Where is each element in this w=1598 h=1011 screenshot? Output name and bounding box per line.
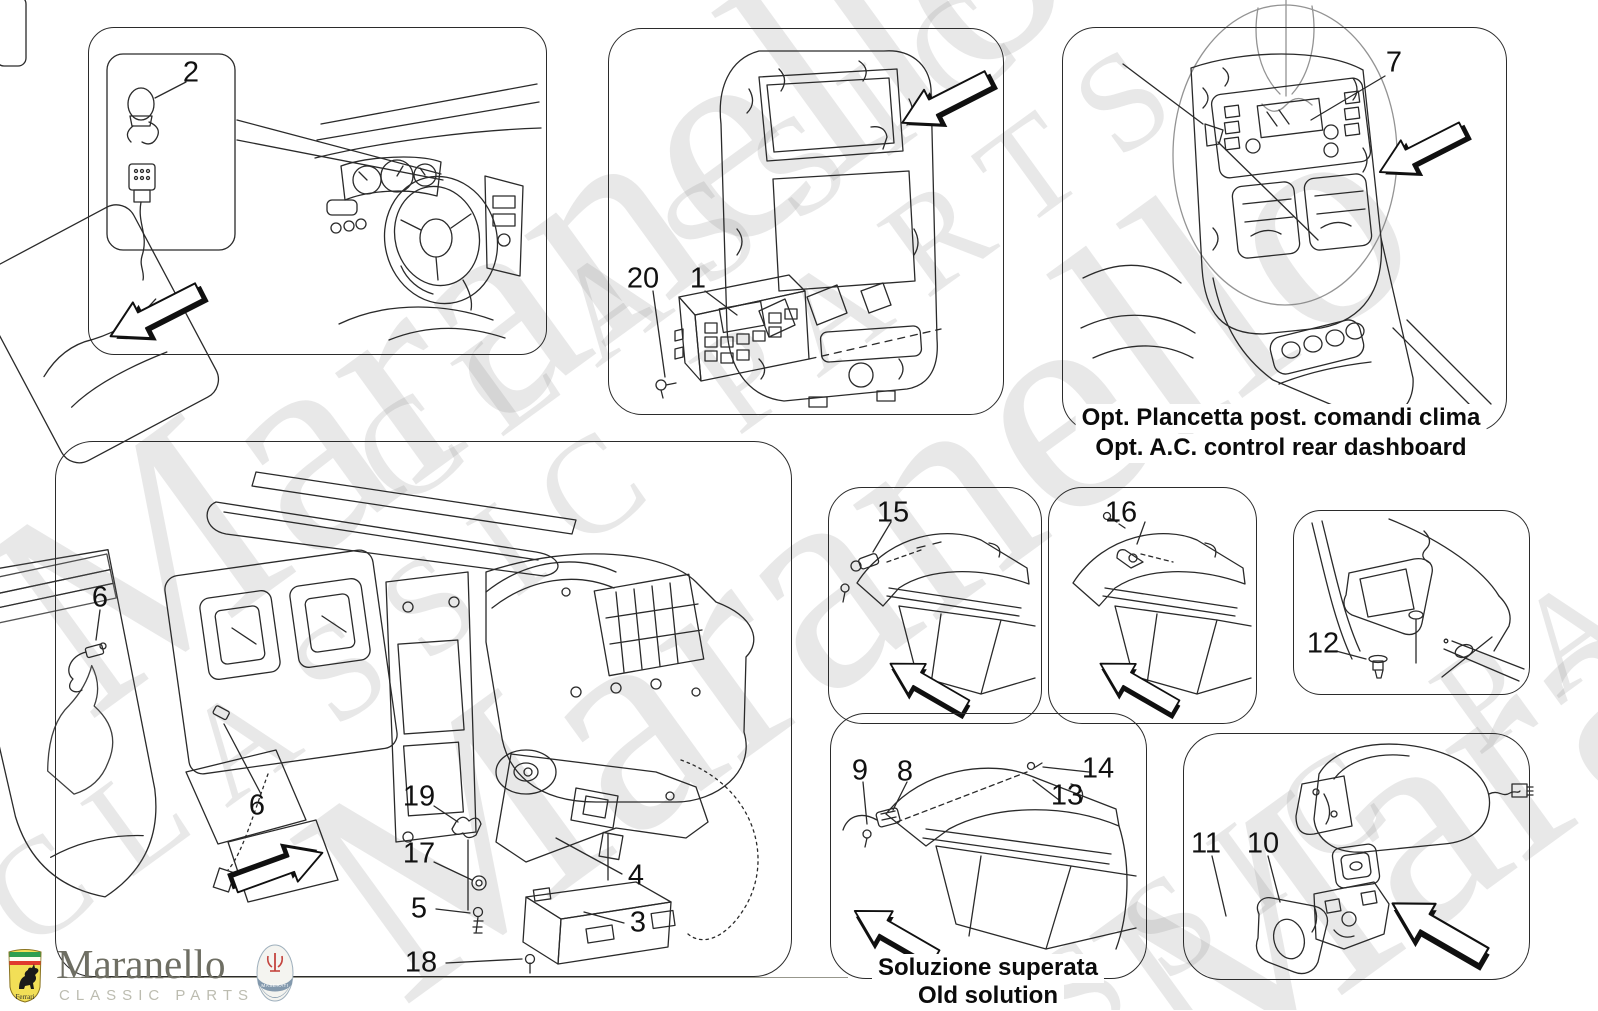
direction-arrow-icon [1370,110,1478,194]
callout-1: 1 [689,262,707,295]
panel-rear-console: 7 Opt. Plancetta post. comandi clima Opt… [1062,27,1507,463]
panel-front-console: 20 1 [608,28,1004,415]
maserati-oval-icon: MASERATI [256,944,294,1002]
callout-4: 4 [627,859,645,892]
callout-11: 11 [1190,827,1222,860]
rear-shelf-drawing [1311,518,1525,682]
panel-rear-shelf: 12 [1293,510,1530,695]
interior-overview-drawing [100,53,542,360]
svg-text:MASERATI: MASERATI [261,983,288,988]
hvac-unit-drawing [68,471,759,974]
callout-5: 5 [410,892,428,925]
direction-arrow-icon [222,829,330,905]
caption-english: Opt. A.C. control rear dashboard [1089,434,1473,463]
callout-2: 2 [182,56,200,89]
callout-10: 10 [1246,827,1280,860]
panel-old-solution: 9 8 14 13 Soluzione superata Old solutio… [830,713,1147,1011]
cowl-sensor-left-drawing [840,521,1036,729]
old-solution-drawing [842,761,1137,981]
panel-mirror: 11 10 [1183,733,1534,983]
callout-15: 15 [876,496,910,529]
callout-12: 12 [1306,627,1340,660]
panel-cowl-sensor-right: 16 [1048,487,1257,729]
caption-english: Old solution [912,982,1064,1011]
callout-7: 7 [1385,46,1403,79]
direction-arrow-icon [1378,883,1500,983]
callout-6b: 6 [248,789,266,822]
panel-interior-overview: 2 [88,27,547,360]
svg-text:Ferrari: Ferrari [15,993,34,1001]
callout-3: 3 [629,906,647,939]
brand-name: Maranello [57,941,226,987]
callout-19: 19 [402,780,436,813]
callout-20: 20 [626,262,660,295]
callout-18: 18 [404,946,438,979]
callout-13: 13 [1050,779,1084,812]
direction-arrow-icon [100,270,215,360]
panel-cowl-sensor-left: 15 [828,487,1042,729]
panel-hvac-unit: 6 6 19 17 5 4 3 18 [55,441,792,977]
brand-subtitle: CLASSIC PARTS [59,987,254,1004]
logo-rule [57,977,848,978]
callout-17: 17 [402,837,436,870]
callout-16: 16 [1104,496,1138,529]
callout-6a: 6 [91,581,109,614]
callout-9: 9 [851,754,869,787]
callout-8: 8 [896,755,914,788]
rear-console-drawing [1080,53,1492,420]
caption-italian: Opt. Plancetta post. comandi clima [1075,404,1487,433]
mirror-drawing [1211,743,1534,983]
caption-italian: Soluzione superata [871,954,1105,983]
callout-14: 14 [1081,752,1115,785]
cowl-sensor-right-drawing [1072,511,1252,729]
ferrari-shield-icon: Ferrari [8,949,42,1003]
front-console-drawing [652,50,1004,408]
